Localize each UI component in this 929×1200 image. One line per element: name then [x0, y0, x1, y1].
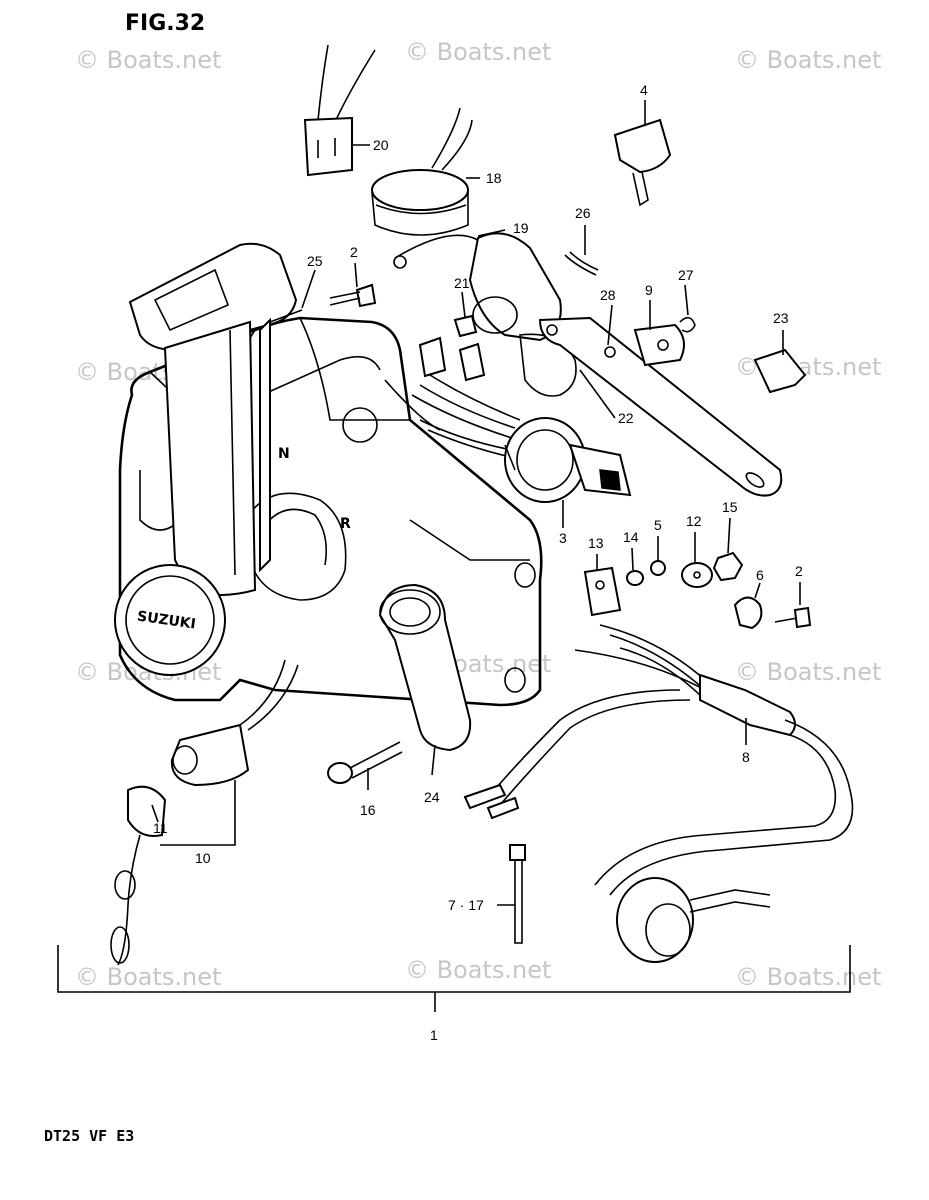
stop-switch — [110, 659, 299, 966]
link-arm — [538, 316, 783, 497]
bolt-16 — [327, 741, 403, 784]
grommet-18 — [371, 107, 473, 236]
callout-7-17: 7 · 17 — [448, 897, 484, 913]
callout-27: 27 — [678, 267, 694, 283]
assembly-bracket — [57, 945, 851, 1012]
wire-harness — [463, 624, 854, 896]
plate-13 — [583, 566, 622, 617]
throttle-lever — [378, 583, 472, 752]
callout-18: 18 — [486, 170, 502, 186]
callout-14: 14 — [623, 529, 639, 545]
screw-2-top — [329, 283, 377, 308]
callout-2: 2 — [795, 563, 803, 579]
watermark: © Boats.net — [405, 956, 551, 984]
callout-22: 22 — [618, 410, 634, 426]
circlip-27 — [679, 316, 696, 333]
callout-15: 15 — [722, 499, 738, 515]
part-19-plate — [393, 232, 577, 397]
callout-20: 20 — [373, 137, 389, 153]
clamp-6 — [733, 596, 763, 630]
callout-23: 23 — [773, 310, 789, 326]
joint-9 — [633, 323, 685, 367]
nut-5 — [650, 560, 666, 576]
callout-19: 19 — [513, 220, 529, 236]
washer-12 — [681, 562, 713, 588]
callout-1: 1 — [430, 1027, 438, 1043]
callout-16: 16 — [360, 802, 376, 818]
watermark: © Boats.net — [735, 963, 881, 991]
callout-3: 3 — [559, 530, 567, 546]
callout-24: 24 — [424, 789, 440, 805]
callout-25: 25 — [307, 253, 323, 269]
part-25-plate — [259, 309, 303, 573]
watermark: © Boats.net — [735, 46, 881, 74]
callout-4: 4 — [640, 82, 648, 98]
neutral-switch — [384, 314, 521, 459]
watermark: © Boats.net — [405, 38, 551, 66]
nut-15 — [712, 551, 744, 582]
watermark: © Boats.net — [75, 46, 221, 74]
model-label: DT25 VF E3 — [44, 1127, 134, 1145]
callout-21: 21 — [454, 275, 470, 291]
gear-label-neutral: N — [278, 446, 290, 462]
callout-12: 12 — [686, 513, 702, 529]
callout-8: 8 — [742, 749, 750, 765]
callout-labels: 1 2 2 3 4 5 6 7 · 17 8 9 10 11 12 13 14 … — [153, 82, 803, 1043]
figure-title: FIG.32 — [125, 11, 205, 36]
callout-6: 6 — [756, 567, 764, 583]
callout-5: 5 — [654, 517, 662, 533]
callout-28: 28 — [600, 287, 616, 303]
callout-26: 26 — [575, 205, 591, 221]
control-lever: SUZUKI — [114, 242, 298, 676]
harness-connector — [616, 877, 771, 963]
callout-9: 9 — [645, 282, 653, 298]
watermark: © Boats.net — [75, 963, 221, 991]
callout-13: 13 — [588, 535, 604, 551]
screw-2-right — [774, 606, 812, 629]
clip-23 — [753, 348, 807, 394]
callout-10: 10 — [195, 850, 211, 866]
washer-14 — [626, 570, 644, 586]
leader-lines — [151, 100, 801, 906]
cotter-pin-26 — [564, 251, 599, 276]
watermark: © Boats.net — [735, 658, 881, 686]
ignition-key — [613, 118, 672, 207]
cable-tie — [509, 844, 526, 944]
main-switch — [504, 417, 632, 503]
gear-label-reverse: R — [340, 516, 351, 532]
connector-20 — [303, 44, 376, 177]
callout-11: 11 — [153, 820, 168, 836]
callout-2: 2 — [350, 244, 358, 260]
watermark: © Boats.net — [735, 353, 881, 381]
